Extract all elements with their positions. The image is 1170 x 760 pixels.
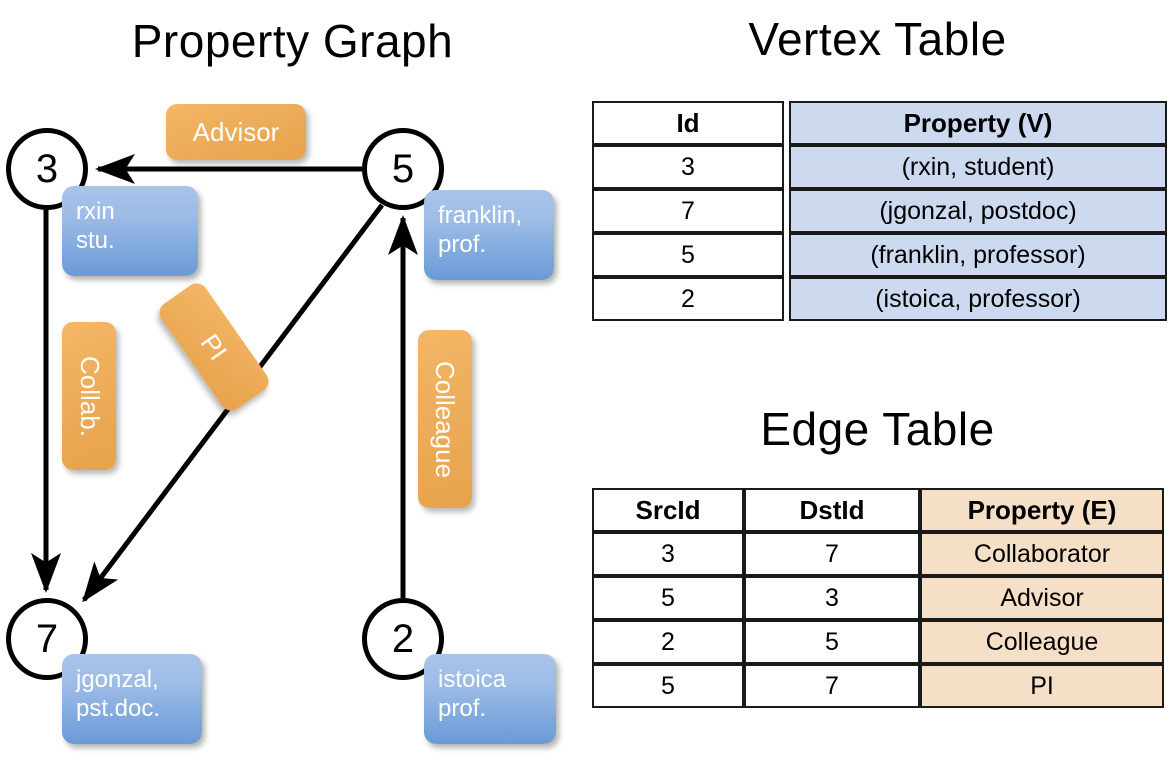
edge-label-pi-text: PI [195, 328, 234, 366]
graph-node-2-label: 2 [391, 617, 415, 661]
table-row: 7 (jgonzal, postdoc) [592, 189, 1167, 233]
edge-row-3-property: PI [920, 664, 1164, 708]
edge-row-3-src: 5 [592, 664, 744, 708]
vertex-table-header-id: Id [592, 101, 784, 145]
vertex-table-header-property: Property (V) [789, 101, 1167, 145]
vertex-row-3-property: (istoica, professor) [789, 277, 1167, 321]
node-property-2-line2: prof. [438, 695, 487, 723]
graph-node-3-label: 3 [35, 147, 59, 191]
vertex-row-0-id: 3 [592, 145, 784, 189]
table-header-row: Id Property (V) [592, 101, 1167, 145]
edge-label-colleague-text: Colleague [430, 360, 461, 478]
node-property-box-3: rxin stu. [62, 186, 198, 276]
edge-label-collab: Collab. [62, 322, 116, 470]
page-title-edge-table: Edge Table [760, 403, 995, 455]
node-property-box-5: franklin, prof. [424, 190, 554, 280]
edge-table-header-property: Property (E) [920, 488, 1164, 532]
table-row: 5 3 Advisor [592, 576, 1164, 620]
edge-row-0-dst: 7 [744, 532, 920, 576]
table-row: 3 (rxin, student) [592, 145, 1167, 189]
edge-row-1-property: Advisor [920, 576, 1164, 620]
node-property-7-line1: jgonzal, [76, 666, 159, 693]
edge-row-3-dst: 7 [744, 664, 920, 708]
edge-row-2-dst: 5 [744, 620, 920, 664]
node-property-box-2: istoica prof. [424, 654, 556, 744]
edge-label-collab-text: Collab. [74, 355, 105, 437]
edge-row-0-src: 3 [592, 532, 744, 576]
vertex-table-column-gap [784, 145, 789, 189]
graph-node-7-label: 7 [35, 617, 59, 661]
edge-label-advisor-text: Advisor [192, 116, 280, 147]
vertex-row-1-id: 7 [592, 189, 784, 233]
vertex-table: Id Property (V) 3 (rxin, student) 7 (jgo… [592, 101, 1167, 321]
vertex-row-0-property: (rxin, student) [789, 145, 1167, 189]
edge-label-advisor: Advisor [166, 104, 306, 160]
table-row: 5 (franklin, professor) [592, 233, 1167, 277]
node-property-5-line2: prof. [438, 231, 487, 259]
vertex-row-3-id: 2 [592, 277, 784, 321]
edge-table: SrcId DstId Property (E) 3 7 Collaborato… [592, 488, 1164, 708]
node-property-7-line2: pst.doc. [76, 695, 161, 723]
node-property-box-7: jgonzal, pst.doc. [62, 654, 202, 744]
edge-row-0-property: Collaborator [920, 532, 1164, 576]
edge-label-colleague: Colleague [418, 330, 472, 508]
graph-node-5[interactable]: 5 [362, 128, 444, 210]
page-title-property-graph: Property Graph [131, 15, 454, 67]
table-row: 3 7 Collaborator [592, 532, 1164, 576]
vertex-row-2-id: 5 [592, 233, 784, 277]
vertex-table-column-gap [784, 101, 789, 145]
edge-table-header-dstid: DstId [744, 488, 920, 532]
edge-row-1-src: 5 [592, 576, 744, 620]
vertex-row-1-property: (jgonzal, postdoc) [789, 189, 1167, 233]
node-property-3-line1: rxin [76, 198, 115, 225]
graph-node-5-label: 5 [391, 147, 415, 191]
node-property-2-line1: istoica [438, 666, 507, 693]
graph-node-2[interactable]: 2 [362, 598, 444, 680]
page-title-vertex-table: Vertex Table [748, 13, 1007, 65]
edge-row-1-dst: 3 [744, 576, 920, 620]
node-property-5-line1: franklin, [438, 202, 523, 229]
vertex-row-2-property: (franklin, professor) [789, 233, 1167, 277]
vertex-table-column-gap [784, 233, 789, 277]
vertex-table-column-gap [784, 277, 789, 321]
edge-row-2-src: 2 [592, 620, 744, 664]
table-row: 2 (istoica, professor) [592, 277, 1167, 321]
edge-table-header-srcid: SrcId [592, 488, 744, 532]
vertex-table-column-gap [784, 189, 789, 233]
table-row: 5 7 PI [592, 664, 1164, 708]
table-row: 2 5 Colleague [592, 620, 1164, 664]
node-property-3-line2: stu. [76, 227, 115, 255]
table-header-row: SrcId DstId Property (E) [592, 488, 1164, 532]
edge-row-2-property: Colleague [920, 620, 1164, 664]
